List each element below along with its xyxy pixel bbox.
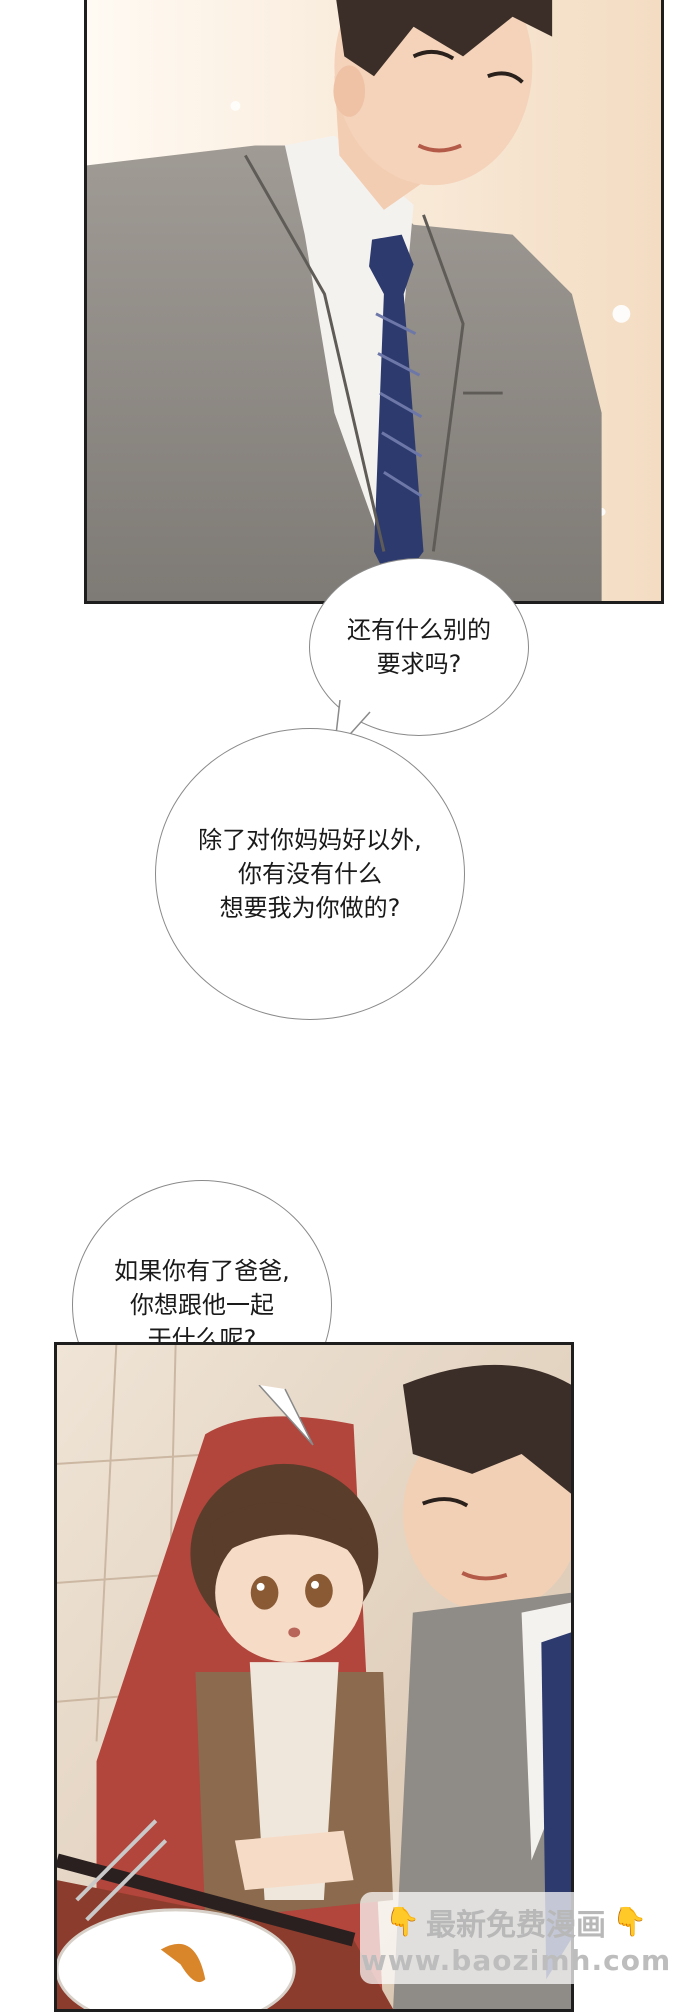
speech-bubble-1: 还有什么别的 要求吗? [309,558,529,736]
speech-bubble-1-text: 还有什么别的 要求吗? [347,615,491,678]
speech-bubble-3-text: 如果你有了爸爸, 你想跟他一起 干什么呢? [114,1256,290,1354]
pointing-down-icon: 👇 [385,1905,420,1938]
pointing-down-icon: 👇 [612,1905,647,1938]
panel-1-art [87,0,661,601]
watermark-title-row: 👇 最新免费漫画 👇 [385,1900,647,1944]
watermark-title: 最新免费漫画 [426,1907,606,1943]
watermark-url: www.baozimh.com [360,1943,672,1977]
speech-bubble-3-tail [258,1385,314,1446]
panel-man-in-suit [84,0,664,604]
watermark: 👇 最新免费漫画 👇 www.baozimh.com [360,1892,672,1984]
speech-bubble-2: 除了对你妈妈好以外, 你有没有什么 想要我为你做的? [155,728,465,1020]
speech-bubble-2-text: 除了对你妈妈好以外, 你有没有什么 想要我为你做的? [198,825,422,923]
